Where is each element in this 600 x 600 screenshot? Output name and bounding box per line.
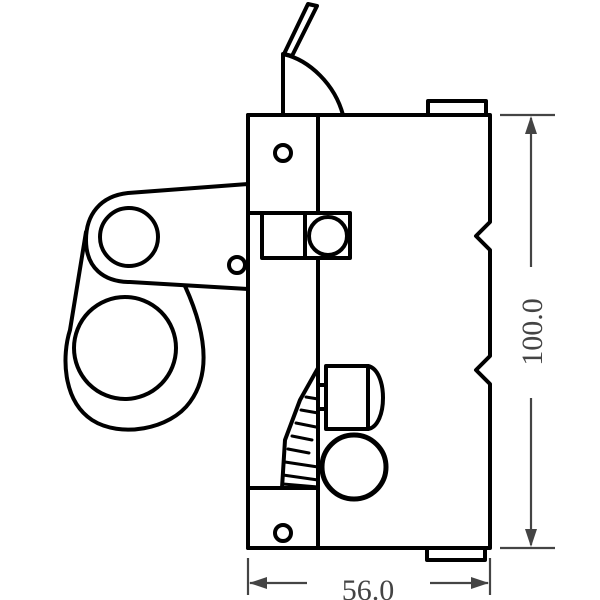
roller <box>307 215 349 257</box>
top-left-block <box>246 113 320 215</box>
eye-hole <box>72 295 178 401</box>
lever-handle <box>281 2 345 117</box>
width-label: 56.0 <box>342 574 395 600</box>
middle-roller-bracket <box>260 211 352 260</box>
lower-roller <box>319 432 389 502</box>
top-tab <box>426 99 488 117</box>
bottom-screw-icon <box>273 523 293 543</box>
plate-hole <box>98 206 160 268</box>
bottom-left-block <box>246 486 320 550</box>
pivot-pin <box>227 255 247 275</box>
top-screw-icon <box>273 143 293 163</box>
connector-plate <box>84 182 250 291</box>
width-dimension: 56.0 <box>246 558 492 600</box>
height-dimension: 100.0 <box>500 113 555 550</box>
height-label: 100.0 <box>516 298 549 366</box>
cam-pin <box>316 364 385 431</box>
